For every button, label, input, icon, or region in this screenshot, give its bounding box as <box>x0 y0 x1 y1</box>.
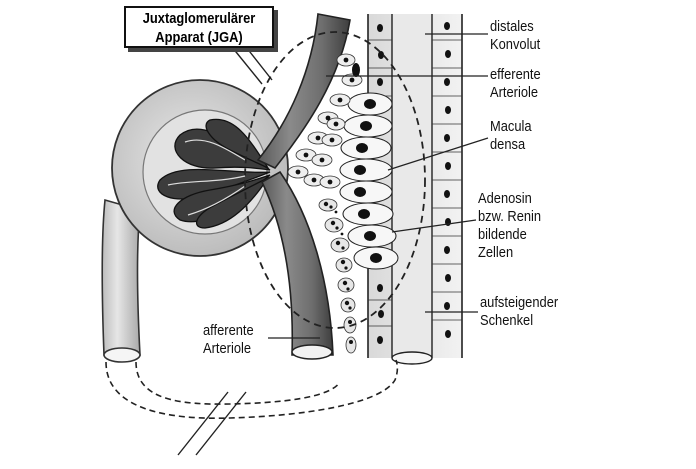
label-distal-convoluted: distales Konvolut <box>490 18 540 54</box>
label-renin-line-1: Adenosin <box>478 190 532 207</box>
leader-lines <box>268 33 489 339</box>
label-distal-line-2: Konvolut <box>490 36 541 53</box>
label-macula-densa: Macula densa <box>490 118 532 154</box>
label-renin-line-2: bzw. Renin <box>478 208 542 225</box>
macula-densa-cells <box>339 92 399 270</box>
title-line-2: Apparat (JGA) <box>155 29 243 46</box>
title-pointer <box>231 46 273 85</box>
label-macula-line-2: densa <box>490 136 526 153</box>
label-ascending-line-2: Schenkel <box>480 312 534 329</box>
label-efferent-line-2: Arteriole <box>490 84 539 101</box>
proximal-tubule <box>101 198 141 363</box>
renin-granular-cells <box>318 198 357 354</box>
tubule-wall-cells <box>368 22 462 344</box>
jga-title-box: Juxtaglomerulärer Apparat (JGA) <box>124 6 274 48</box>
label-macula-line-1: Macula <box>490 118 532 135</box>
nephron-loop-dashed <box>105 359 399 420</box>
label-ascending-line-1: aufsteigender <box>480 294 559 311</box>
label-renin-line-3: bildende <box>478 226 527 243</box>
label-renin-line-4: Zellen <box>478 244 514 261</box>
label-efferent-line-1: efferente <box>490 66 541 83</box>
interruption-mark <box>177 391 247 456</box>
label-afferent-line-1: afferente <box>203 322 254 339</box>
glomerulus-highlights <box>167 139 246 216</box>
label-distal-line-1: distales <box>490 18 534 35</box>
jga-boundary-dashed <box>244 31 426 329</box>
label-renin-cells: Adenosin bzw. Renin bildende Zellen <box>478 190 541 262</box>
label-ascending-limb: aufsteigender Schenkel <box>480 294 558 330</box>
label-afferent-line-2: Arteriole <box>203 340 252 357</box>
label-efferent-arteriole: efferente Arteriole <box>490 66 541 102</box>
mesangial-cells <box>287 53 363 189</box>
afferent-arteriole <box>260 170 334 360</box>
label-afferent-arteriole: afferente Arteriole <box>203 322 254 358</box>
title-line-1: Juxtaglomerulärer <box>142 10 256 27</box>
